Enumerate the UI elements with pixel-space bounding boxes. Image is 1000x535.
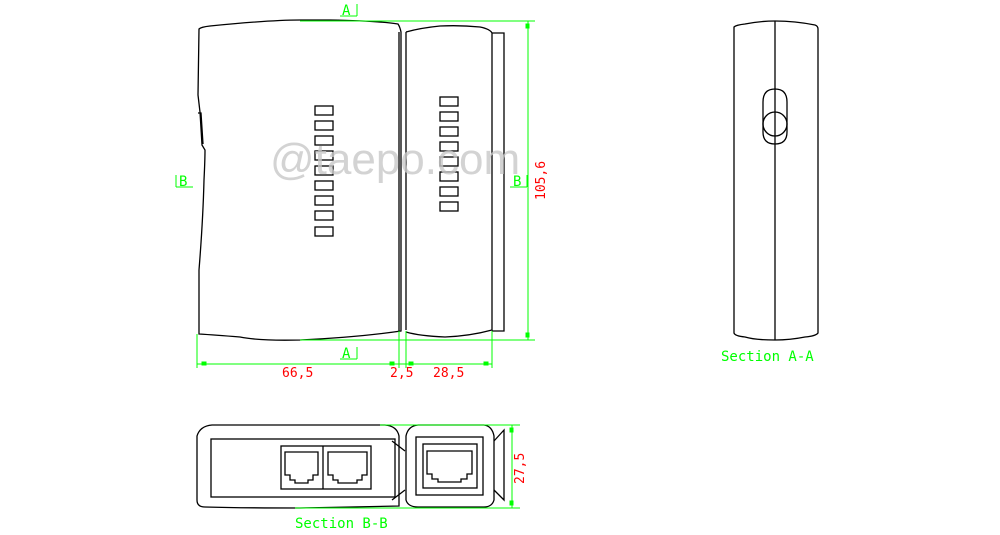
led-column-main xyxy=(314,105,334,237)
section-marker-a-top: A xyxy=(342,3,351,19)
watermark: @taepo.com xyxy=(270,135,520,184)
section-bb-remote-face xyxy=(415,436,484,496)
rj45-port-frame xyxy=(422,443,478,489)
section-bb-clip-right xyxy=(493,428,505,502)
section-bb-main-face xyxy=(210,438,396,498)
rj45-port-icon xyxy=(284,451,319,484)
dimension-depth: 27,5 xyxy=(513,453,528,484)
section-aa-view xyxy=(733,20,819,341)
section-bb-dimensions xyxy=(295,424,520,509)
dimension-width-main: 66,5 xyxy=(282,366,313,381)
section-marker-a-bottom: A xyxy=(342,346,351,362)
rj45-port-icon xyxy=(426,450,473,483)
main-unit-outline xyxy=(197,19,402,341)
section-bb-view xyxy=(196,424,505,509)
section-aa-slot xyxy=(762,88,788,145)
rj45-port-icon xyxy=(327,451,368,484)
led-column-remote xyxy=(439,96,459,212)
section-marker-b-right: B xyxy=(513,174,521,190)
remote-unit-cap xyxy=(492,32,505,332)
front-view-dimensions xyxy=(175,4,535,368)
section-bb-clip-left xyxy=(391,440,406,501)
section-aa-outline xyxy=(733,20,819,341)
section-marker-b-left: B xyxy=(179,174,187,190)
section-bb-label: Section B-B xyxy=(295,516,388,532)
dimension-width-gap: 2,5 xyxy=(390,366,413,381)
section-aa-switch-knob xyxy=(762,111,788,137)
main-unit-side-notch xyxy=(198,112,204,145)
section-bb-remote-outline xyxy=(405,424,495,508)
remote-unit-outline xyxy=(405,25,493,338)
front-view xyxy=(197,19,505,341)
section-aa-label: Section A-A xyxy=(721,349,814,365)
dimension-height: 105,6 xyxy=(534,161,549,200)
front-view-labels: A A B B 66,5 2,5 28,5 105,6 xyxy=(179,3,549,381)
dimension-width-remote: 28,5 xyxy=(433,366,464,381)
rj45-port-pair xyxy=(280,445,372,490)
section-bb-main-outline xyxy=(196,424,400,509)
